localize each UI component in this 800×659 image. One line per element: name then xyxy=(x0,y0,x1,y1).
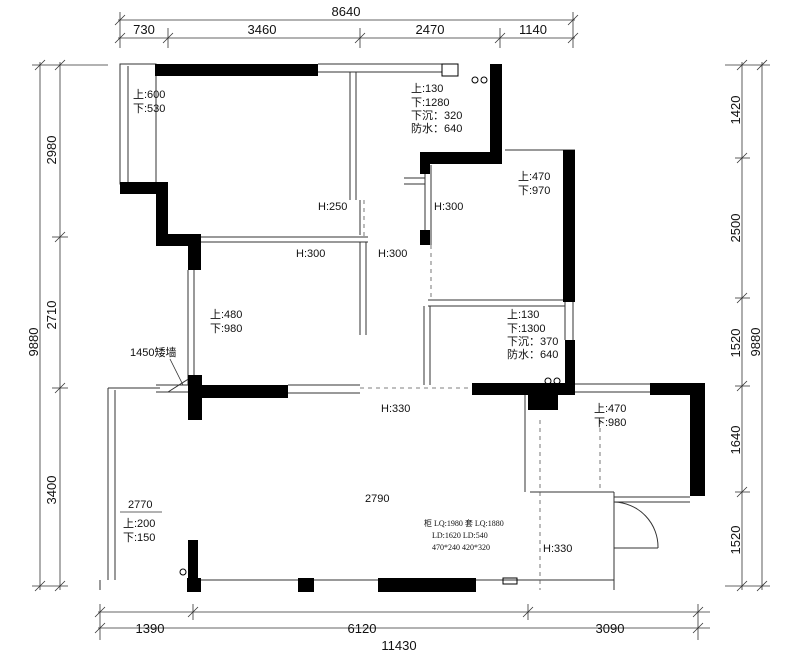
height-h250: H:250 xyxy=(318,201,347,213)
height-h330-a: H:330 xyxy=(381,403,410,415)
dim-bottom-total: 11430 xyxy=(381,638,416,653)
dim-top-3: 2470 xyxy=(416,22,445,37)
heavy-walls xyxy=(120,64,705,592)
cabinet-note-2: LD:1620 LD:540 xyxy=(432,531,488,540)
notes: 1450矮墙 2770 2790 柜 LQ:1980 套 LQ:1880 LD:… xyxy=(120,345,504,552)
svg-text:上:470: 上:470 xyxy=(594,402,626,415)
height-h300-c: H:300 xyxy=(378,248,407,260)
svg-text:下:980: 下:980 xyxy=(594,417,626,429)
balcony-top-label: 上:600 下:530 xyxy=(133,88,165,115)
right-dimensions: 1420 2500 1520 1640 1520 9880 xyxy=(728,96,763,555)
height-h300-b: H:300 xyxy=(296,248,325,260)
svg-text:上:480: 上:480 xyxy=(210,308,242,321)
svg-text:防水：640: 防水：640 xyxy=(411,121,462,135)
dim-top-4: 1140 xyxy=(519,22,547,37)
dashed-lines xyxy=(360,200,601,590)
balcony-bottom-label: 上:200 下:150 xyxy=(123,517,155,544)
dim-left-2: 2710 xyxy=(44,301,59,330)
svg-text:下沉：320: 下沉：320 xyxy=(411,109,462,122)
dim-right-3: 1520 xyxy=(728,329,743,358)
cabinet-note-1: 柜 LQ:1980 套 LQ:1880 xyxy=(424,518,504,528)
left-dimensions: 9880 2980 2710 3400 xyxy=(26,136,59,505)
dim-top-1: 730 xyxy=(133,22,155,37)
svg-text:上:130: 上:130 xyxy=(507,308,539,321)
svg-text:下:1280: 下:1280 xyxy=(411,97,450,109)
bedroom-mid-label: 上:480 下:980 xyxy=(210,308,242,335)
height-labels: H:250 H:300 H:300 H:300 H:330 H:330 xyxy=(296,201,572,555)
svg-text:上:600: 上:600 xyxy=(133,88,165,101)
svg-text:上:200: 上:200 xyxy=(123,517,155,530)
dim-right-total: 9880 xyxy=(748,328,763,357)
svg-text:上:130: 上:130 xyxy=(411,82,443,95)
dim-bottom-1: 1390 xyxy=(136,621,165,636)
low-wall-note: 1450矮墙 xyxy=(130,345,176,359)
dim-left-total: 9880 xyxy=(26,328,41,357)
dim-right-1: 1420 xyxy=(728,96,743,125)
dim-top-2: 3460 xyxy=(248,22,277,37)
bath-mid-label: 上:130 下:1300 下沉：370 防水：640 xyxy=(507,308,558,361)
dim-right-4: 1640 xyxy=(728,426,743,455)
dim-left-1: 2980 xyxy=(44,136,59,165)
svg-text:下:980: 下:980 xyxy=(210,323,242,335)
svg-text:下:970: 下:970 xyxy=(518,185,550,197)
dim-left-3: 3400 xyxy=(44,476,59,505)
dim-right-2: 2500 xyxy=(728,214,743,243)
balcony-width: 2770 xyxy=(128,499,152,511)
bath-top-label: 上:130 下:1280 下沉：320 防水：640 xyxy=(411,82,462,135)
svg-text:下:1300: 下:1300 xyxy=(507,323,546,335)
height-h330-b: H:330 xyxy=(543,543,572,555)
svg-text:防水：640: 防水：640 xyxy=(507,347,558,361)
svg-text:上:470: 上:470 xyxy=(518,170,550,183)
thin-walls xyxy=(99,63,690,590)
fixtures xyxy=(179,63,561,585)
bedroom-right-label: 上:470 下:970 xyxy=(518,170,550,197)
bottom-dimensions: 1390 6120 3090 11430 xyxy=(136,621,625,653)
dim-bottom-2: 6120 xyxy=(348,621,377,636)
dim-right-5: 1520 xyxy=(728,526,743,555)
svg-text:下:150: 下:150 xyxy=(123,532,155,544)
living-width: 2790 xyxy=(365,493,389,505)
cabinet-note-3: 470*240 420*320 xyxy=(432,543,490,552)
svg-text:下:530: 下:530 xyxy=(133,103,165,115)
height-h300-a: H:300 xyxy=(434,201,463,213)
dimension-lines xyxy=(32,12,770,640)
dim-top-total: 8640 xyxy=(332,4,361,19)
top-dimensions: 8640 730 3460 2470 1140 xyxy=(133,4,547,37)
dim-bottom-3: 3090 xyxy=(596,621,625,636)
kitchen-label: 上:470 下:980 xyxy=(594,402,626,429)
svg-text:下沉：370: 下沉：370 xyxy=(507,335,558,348)
